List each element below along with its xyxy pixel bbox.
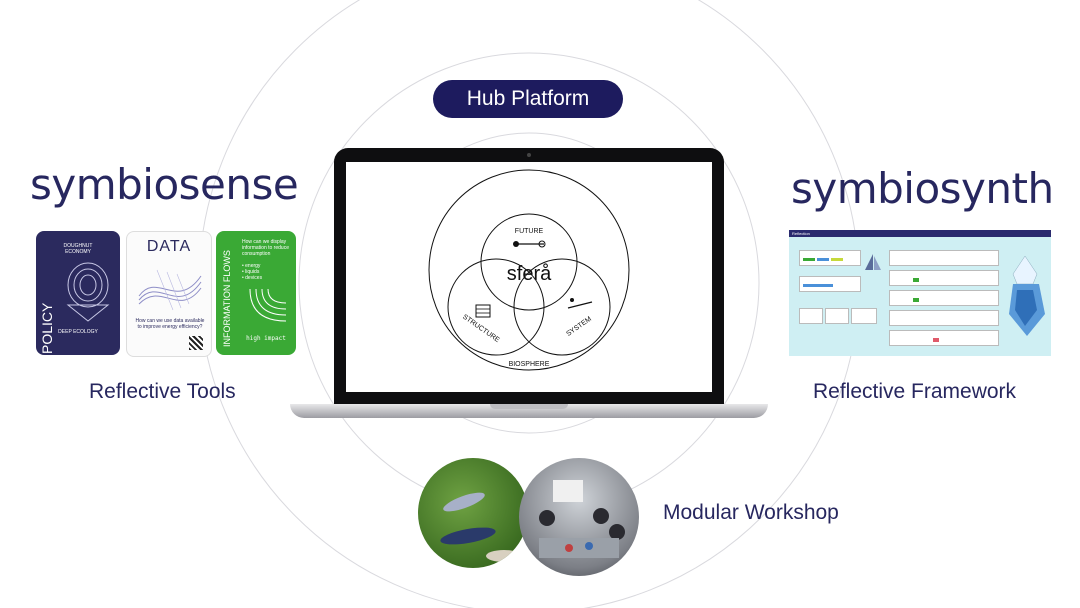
framework-row bbox=[889, 310, 999, 326]
system-circle bbox=[513, 258, 611, 356]
sfera-venn-diagram: sferå FUTURE STRUCTURE SYSTEM BIOSPHERE bbox=[428, 169, 630, 371]
workshop-photo-indoor bbox=[519, 458, 639, 576]
reflective-framework-caption: Reflective Framework bbox=[813, 380, 1017, 403]
card-policy-top: DOUGHNUT ECONOMY bbox=[63, 243, 93, 255]
card-info-question: How can we display information to reduce… bbox=[242, 239, 289, 257]
laptop-base bbox=[290, 404, 768, 418]
laptop-screen: sferå FUTURE STRUCTURE SYSTEM BIOSPHERE bbox=[346, 162, 712, 392]
reflective-tools-caption: Reflective Tools bbox=[89, 380, 236, 403]
structure-circle bbox=[447, 258, 545, 356]
hub-platform-button[interactable]: Hub Platform bbox=[433, 80, 623, 118]
laptop-notch bbox=[490, 404, 568, 409]
card-data[interactable]: DATA How can we use data available to im… bbox=[126, 231, 212, 357]
biosphere-label: BIOSPHERE bbox=[509, 361, 550, 368]
card-policy[interactable]: DOUGHNUT ECONOMY POLICY DEEP ECOLOGY bbox=[36, 231, 120, 355]
sailboat-icon bbox=[865, 254, 881, 270]
biosphere-circle bbox=[428, 169, 630, 371]
camera-icon bbox=[527, 153, 531, 157]
symbiosynth-logo: symbiosynth bbox=[791, 164, 1054, 213]
workshop-photo-outdoor bbox=[418, 458, 528, 568]
system-label: SYSTEM bbox=[565, 316, 593, 338]
reflective-framework-screenshot[interactable] bbox=[789, 230, 1051, 356]
funnel-wireframe-icon bbox=[249, 288, 287, 322]
framework-row bbox=[889, 270, 999, 286]
card-policy-bottom: DEEP ECOLOGY bbox=[58, 329, 98, 335]
future-icon bbox=[513, 240, 546, 248]
future-circle bbox=[480, 213, 578, 311]
torus-wireframe-icon bbox=[66, 262, 110, 322]
framework-row bbox=[889, 250, 999, 266]
card-policy-title: POLICY bbox=[39, 302, 55, 354]
card-information-flows[interactable]: INFORMATION FLOWS How can we display inf… bbox=[216, 231, 296, 355]
card-info-title: INFORMATION FLOWS bbox=[222, 250, 232, 347]
sfera-logo: sferå bbox=[507, 263, 552, 285]
framework-row bbox=[889, 290, 999, 306]
framework-card bbox=[825, 308, 849, 324]
qr-code-icon bbox=[189, 336, 203, 350]
framework-card bbox=[799, 308, 823, 324]
framework-row bbox=[889, 330, 999, 346]
system-icon bbox=[567, 298, 593, 309]
symbiosense-logo: symbiosense bbox=[30, 160, 299, 209]
structure-icon bbox=[475, 304, 491, 318]
people-at-table-icon bbox=[539, 480, 625, 558]
card-data-question: How can we use data available to improve… bbox=[135, 318, 205, 330]
structure-label: STRUCTURE bbox=[461, 314, 501, 345]
wave-wireframe-icon bbox=[138, 269, 202, 311]
card-info-footer: high impact bbox=[246, 335, 286, 342]
framework-header: Reflection bbox=[792, 231, 810, 236]
card-data-title: DATA bbox=[146, 238, 192, 255]
framework-card bbox=[799, 250, 861, 266]
people-on-grass-icon bbox=[440, 492, 522, 562]
modular-workshop-caption: Modular Workshop bbox=[663, 501, 839, 524]
framework-header-bar bbox=[789, 230, 1051, 237]
card-info-list: • energy • liquids • devices bbox=[242, 263, 263, 281]
iceberg-icon bbox=[1009, 255, 1045, 336]
future-label: FUTURE bbox=[515, 228, 544, 235]
framework-card bbox=[851, 308, 877, 324]
